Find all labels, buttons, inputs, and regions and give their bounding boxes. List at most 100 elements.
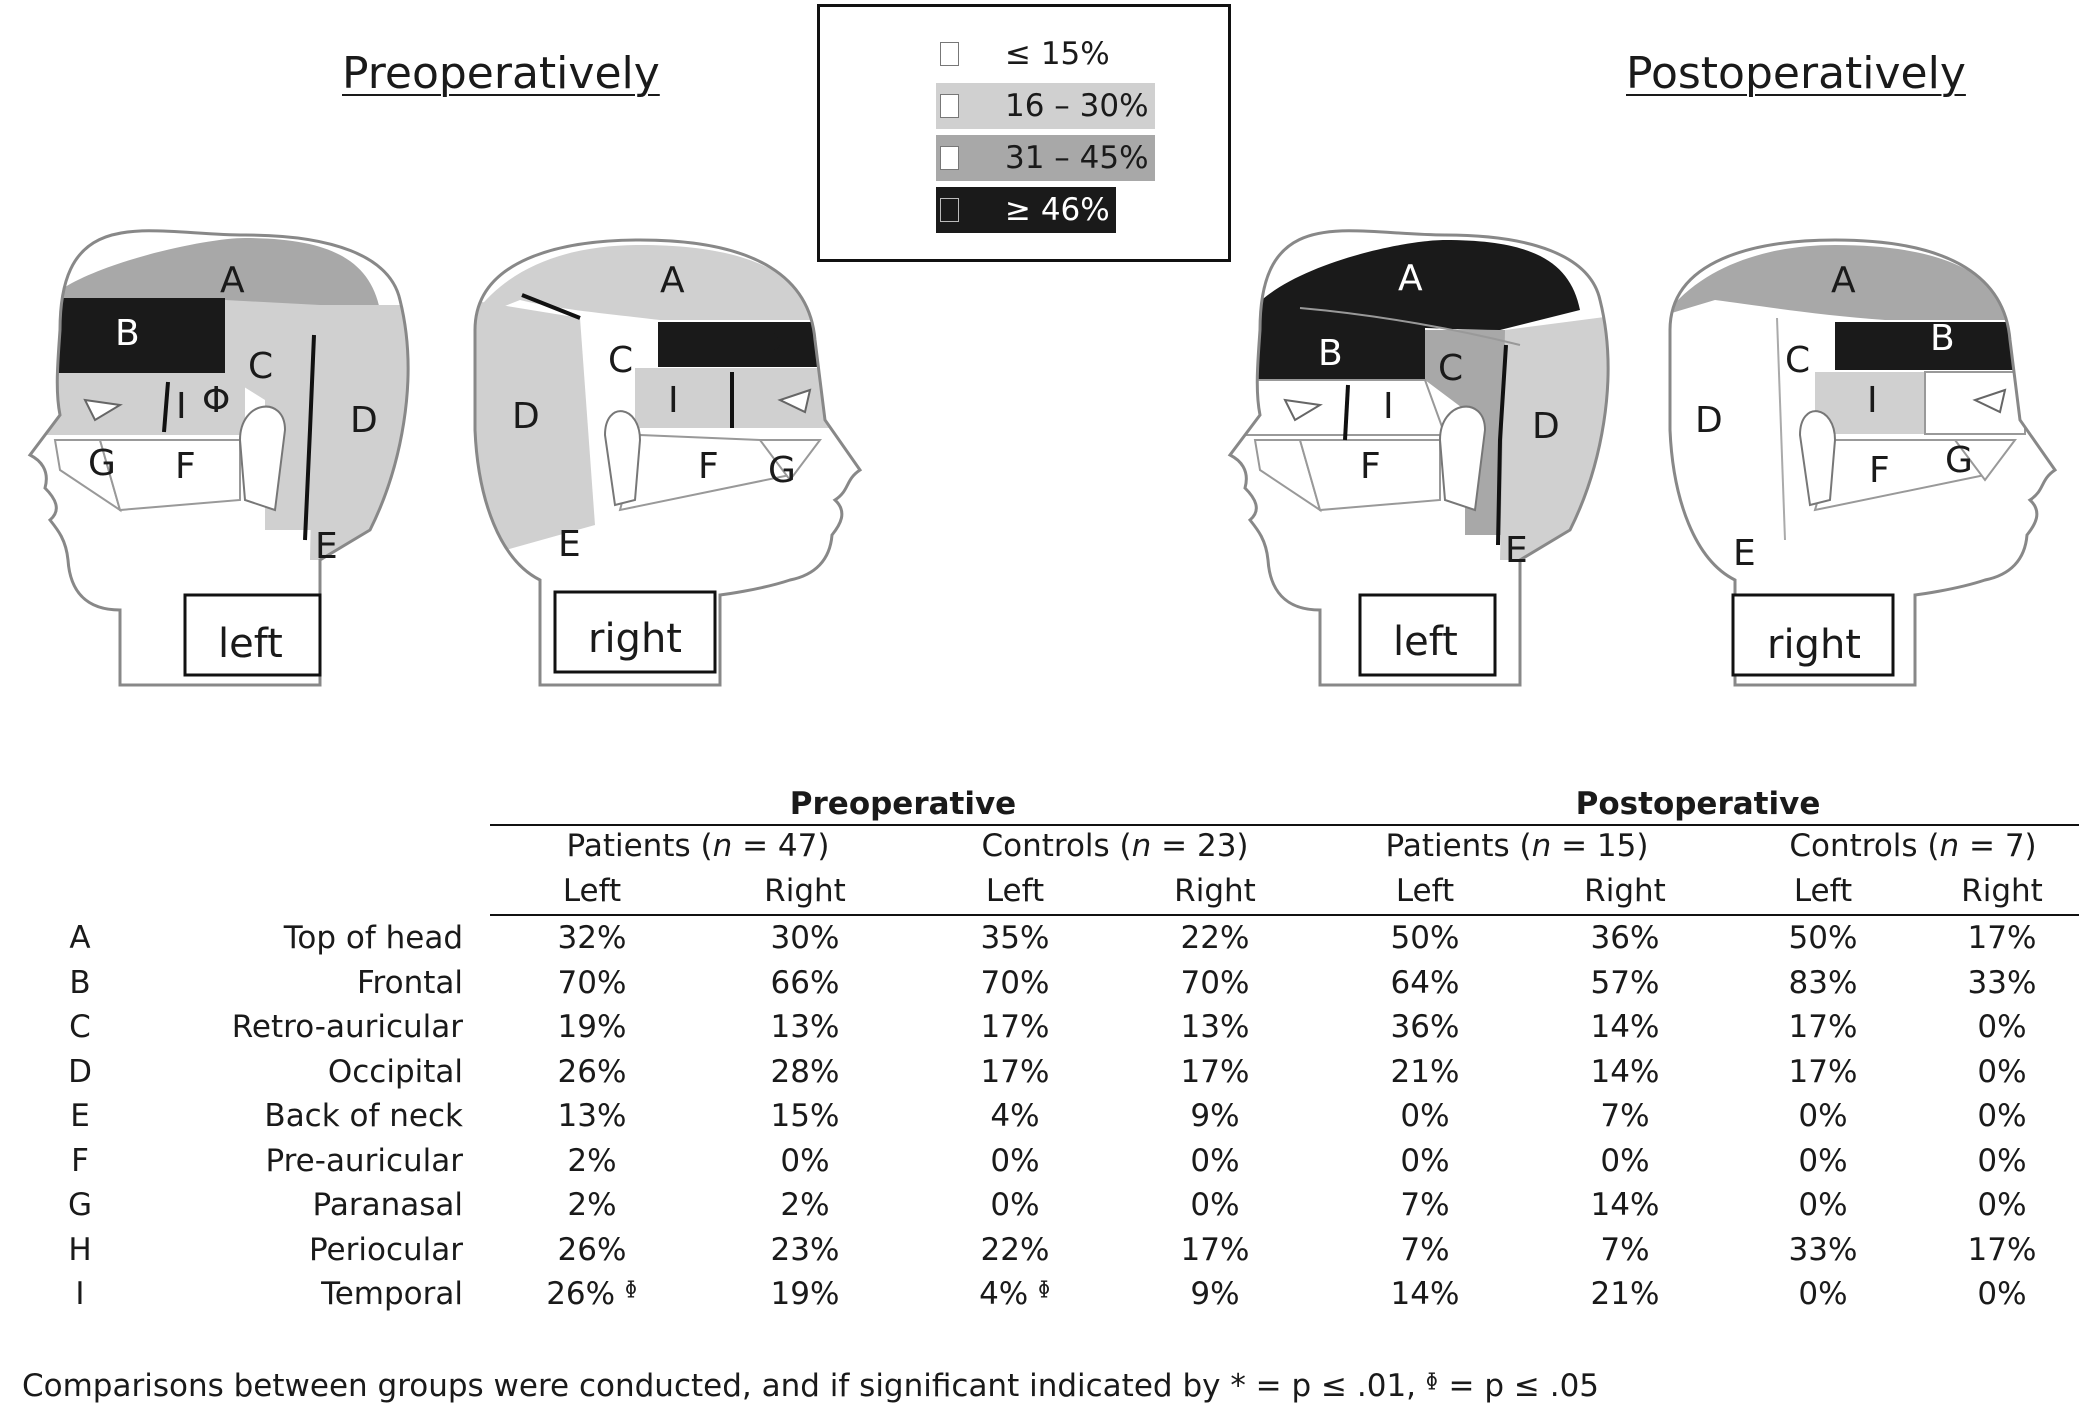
table-cell: 17%	[980, 1009, 1050, 1045]
table-cell: 2%	[567, 1187, 617, 1223]
svg-text:B: B	[1930, 318, 1955, 359]
side-label: left	[218, 621, 283, 667]
table-cell: 4% ᶲ	[979, 1276, 1051, 1312]
svg-text:G: G	[1945, 440, 1973, 481]
region-b	[658, 322, 828, 367]
svg-text:B: B	[1318, 333, 1343, 374]
legend-item-le15: ≤ 15%	[936, 31, 1116, 77]
significance-marker: Φ	[202, 380, 230, 421]
table-cell: 14%	[1590, 1187, 1660, 1223]
region-f	[1298, 439, 1441, 512]
svg-text:A: A	[660, 260, 685, 301]
legend-swatch-icon	[940, 42, 959, 66]
table-cell: 14%	[1590, 1053, 1660, 1090]
table-cell: 57%	[1590, 964, 1660, 1001]
svg-text:F: F	[1869, 450, 1890, 491]
header-rule	[490, 824, 2079, 826]
svg-text:B: B	[115, 313, 140, 354]
svg-text:G: G	[88, 443, 116, 484]
table-cell: 26% ᶲ	[546, 1276, 638, 1312]
subgroup-label-part: Patients (	[566, 828, 713, 864]
region-name: Back of neck	[264, 1098, 463, 1134]
region-name: Top of head	[283, 920, 463, 956]
region-h-i	[40, 373, 245, 435]
subgroup-label-part: n	[1939, 828, 1960, 864]
table-cell: 2%	[567, 1142, 617, 1179]
table-cell: 0%	[1977, 1187, 2027, 1223]
table-cell: 36%	[1590, 920, 1660, 956]
subgroup-header: Controls (n = 23)	[981, 828, 1248, 864]
region-code: I	[75, 1276, 85, 1312]
table-cell: 19%	[557, 1009, 627, 1045]
table-cell: 2%	[780, 1187, 830, 1223]
table-cell: 9%	[1190, 1276, 1240, 1312]
side-header: Right	[1584, 873, 1666, 909]
postoperative-title: Postoperatively	[1626, 48, 1966, 99]
head-post-right: A B C D E F G I right	[1668, 238, 2058, 687]
group-header: Preoperative	[789, 786, 1017, 822]
table-cell: 32%	[557, 920, 627, 956]
side-header: Right	[1961, 873, 2043, 909]
subgroup-header: Patients (n = 47)	[567, 828, 830, 864]
table-cell: 70%	[1180, 964, 1250, 1001]
region-name: Periocular	[308, 1231, 463, 1268]
svg-text:A: A	[220, 260, 245, 301]
legend-item-ge46: ≥ 46%	[936, 187, 1116, 233]
side-header: Left	[1395, 873, 1455, 909]
svg-text:A: A	[1831, 260, 1856, 301]
legend: ≤ 15% 16 – 30% 31 – 45% ≥ 46%	[817, 4, 1231, 262]
table-cell: 35%	[980, 920, 1050, 956]
svg-text:I: I	[668, 380, 679, 421]
legend-item-16-30: 16 – 30%	[936, 83, 1155, 129]
table-cell: 0%	[1190, 1142, 1240, 1179]
table-cell: 7%	[1400, 1187, 1450, 1223]
region-g	[1953, 439, 2017, 482]
preoperative-title: Preoperatively	[342, 48, 660, 99]
table-cell: 64%	[1390, 964, 1460, 1001]
table-cell: 17%	[1180, 1053, 1250, 1090]
table-cell: 0%	[1798, 1276, 1848, 1312]
table-cell: 15%	[770, 1098, 840, 1134]
region-i	[1815, 372, 1925, 434]
eye-icon	[83, 398, 123, 422]
svg-text:C: C	[248, 346, 273, 387]
table-cell: 50%	[1788, 920, 1858, 956]
ear-icon	[1798, 410, 1837, 507]
table-cell: 0%	[1977, 1009, 2027, 1045]
table-cell: 0%	[1600, 1142, 1650, 1179]
head-pre-right: A B C D E F G I right	[473, 238, 863, 687]
svg-text:E: E	[558, 524, 581, 565]
head-post-left: A B C D E F I left	[1227, 229, 1610, 687]
svg-text:D: D	[1695, 400, 1723, 441]
table-cell: 13%	[557, 1098, 627, 1134]
table-cell: 70%	[980, 964, 1050, 1001]
table-cell: 26%	[557, 1053, 627, 1090]
side-label: right	[1767, 622, 1861, 668]
svg-text:I: I	[1383, 386, 1394, 427]
subgroup-label-part: = 15)	[1551, 828, 1649, 864]
region-d	[475, 300, 595, 560]
subgroup-label-part: = 47)	[732, 828, 830, 864]
table-cell: 14%	[1590, 1009, 1660, 1045]
table-cell: 13%	[770, 1009, 840, 1045]
table-cell: 13%	[1180, 1009, 1250, 1045]
svg-text:E: E	[1733, 533, 1756, 574]
eye-icon	[777, 388, 812, 414]
region-name: Occipital	[327, 1053, 463, 1090]
table-cell: 0%	[1977, 1053, 2027, 1090]
table-cell: 30%	[770, 920, 840, 956]
svg-text:A: A	[1398, 258, 1423, 299]
legend-label: 31 – 45%	[1005, 140, 1149, 176]
table-cell: 4%	[990, 1098, 1040, 1134]
table-cell: 17%	[1967, 920, 2037, 956]
region-name: Paranasal	[312, 1187, 463, 1223]
region-name: Retro-auricular	[231, 1009, 463, 1045]
ear-icon	[1438, 405, 1487, 512]
svg-text:D: D	[350, 400, 378, 441]
legend-item-31-45: 31 – 45%	[936, 135, 1155, 181]
table-cell: 22%	[1180, 920, 1250, 956]
svg-text:D: D	[1532, 406, 1560, 447]
table-cell: 33%	[1788, 1231, 1858, 1268]
legend-label: 16 – 30%	[1005, 88, 1149, 124]
